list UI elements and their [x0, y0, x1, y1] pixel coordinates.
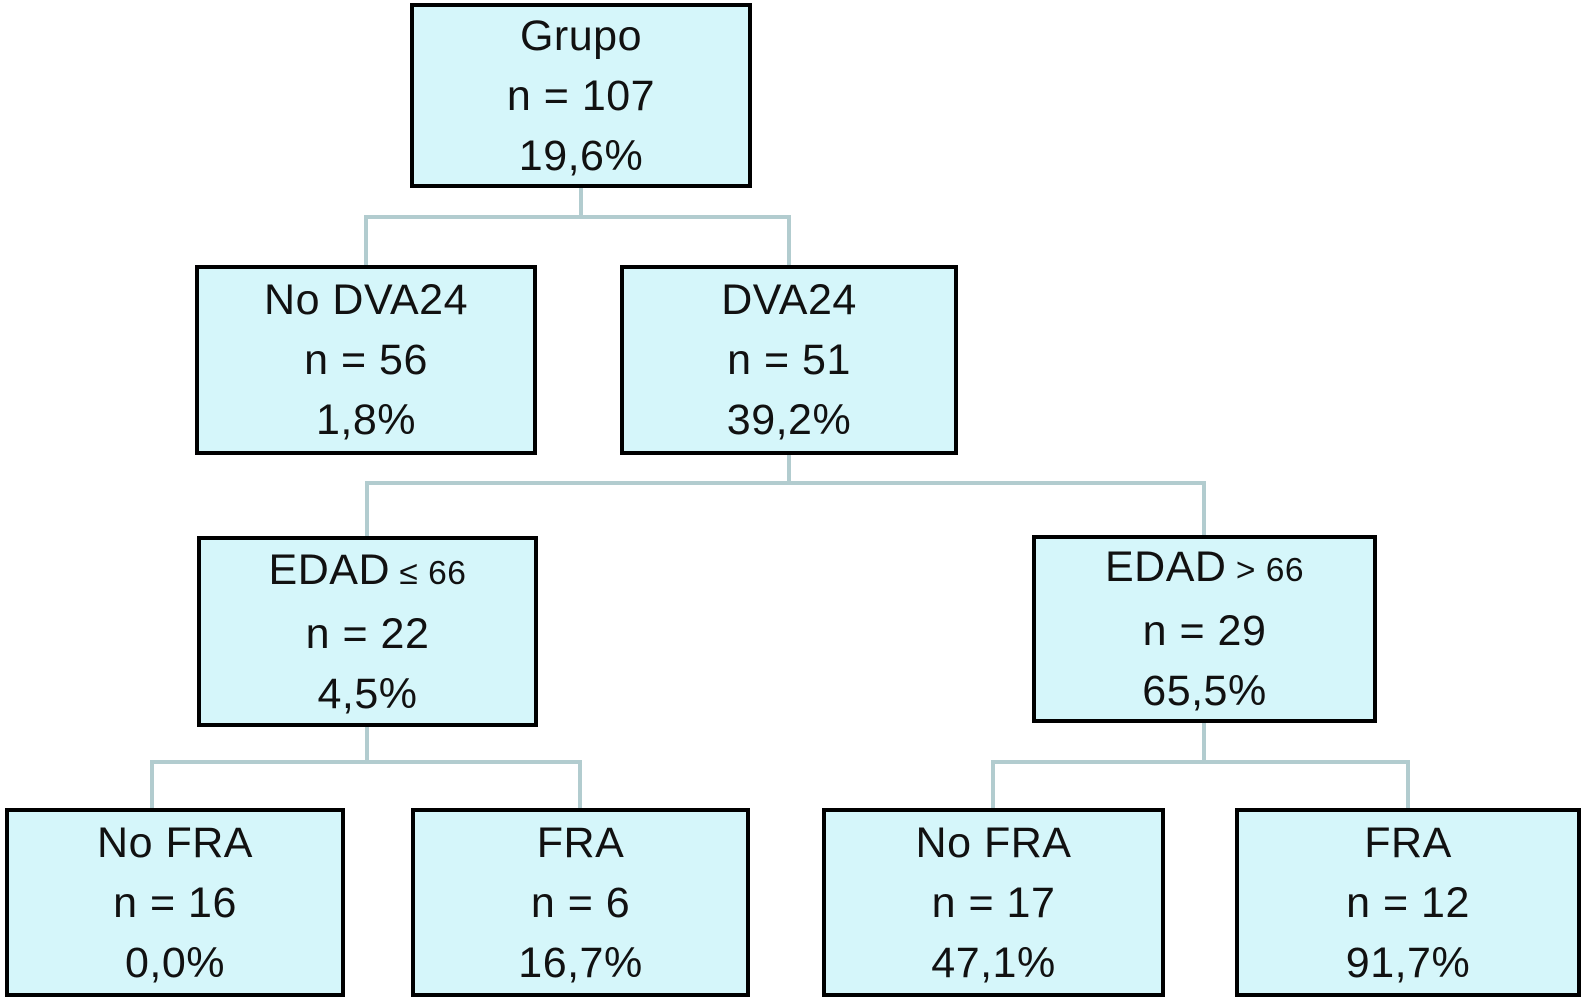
node-count: n = 56 [304, 336, 428, 384]
node-percentage: 91,7% [1345, 938, 1471, 987]
node-title: DVA24 [721, 276, 857, 324]
node-count: n = 51 [727, 336, 851, 384]
node-fra-right: FRA n = 12 91,7% [1235, 808, 1581, 997]
node-percentage: 47,1% [931, 938, 1056, 987]
node-count: n = 12 [1346, 878, 1470, 927]
node-percentage: 65,5% [1142, 667, 1267, 715]
connector-root-to-level2 [364, 188, 791, 265]
node-dva24: DVA24 n = 51 39,2% [620, 265, 958, 455]
node-title: FRA [1364, 818, 1452, 867]
node-edad-gt-66: EDAD> 66 n = 29 65,5% [1032, 535, 1377, 723]
node-count: n = 22 [305, 609, 430, 658]
node-percentage: 39,2% [726, 396, 852, 444]
node-no-dva24: No DVA24 n = 56 1,8% [195, 265, 537, 455]
node-title: EDAD≤ 66 [268, 545, 467, 594]
node-title: No FRA [915, 818, 1072, 867]
node-no-fra-right: No FRA n = 17 47,1% [822, 808, 1165, 997]
node-count: n = 6 [530, 878, 631, 927]
node-no-fra-left: No FRA n = 16 0,0% [5, 808, 345, 997]
node-title: No FRA [97, 818, 253, 867]
node-title: No DVA24 [264, 276, 468, 324]
node-count: n = 107 [506, 71, 656, 120]
connector-edad-gt-to-level4 [991, 723, 1410, 808]
node-count: n = 29 [1142, 607, 1267, 655]
node-edad-le-66: EDAD≤ 66 n = 22 4,5% [197, 536, 538, 727]
node-percentage: 0,0% [124, 938, 225, 987]
node-percentage: 19,6% [518, 131, 644, 180]
node-percentage: 1,8% [315, 396, 416, 444]
node-fra-left: FRA n = 6 16,7% [411, 808, 750, 997]
connector-dva24-to-level3 [365, 455, 1206, 536]
node-title: EDAD> 66 [1104, 543, 1305, 591]
node-count: n = 17 [931, 878, 1056, 927]
node-title: FRA [536, 818, 625, 867]
node-count: n = 16 [113, 878, 237, 927]
node-percentage: 4,5% [317, 669, 418, 718]
node-grupo: Grupo n = 107 19,6% [410, 3, 752, 188]
connector-edad-le-to-level4 [150, 727, 582, 810]
node-title: Grupo [519, 11, 642, 60]
node-percentage: 16,7% [518, 938, 643, 987]
